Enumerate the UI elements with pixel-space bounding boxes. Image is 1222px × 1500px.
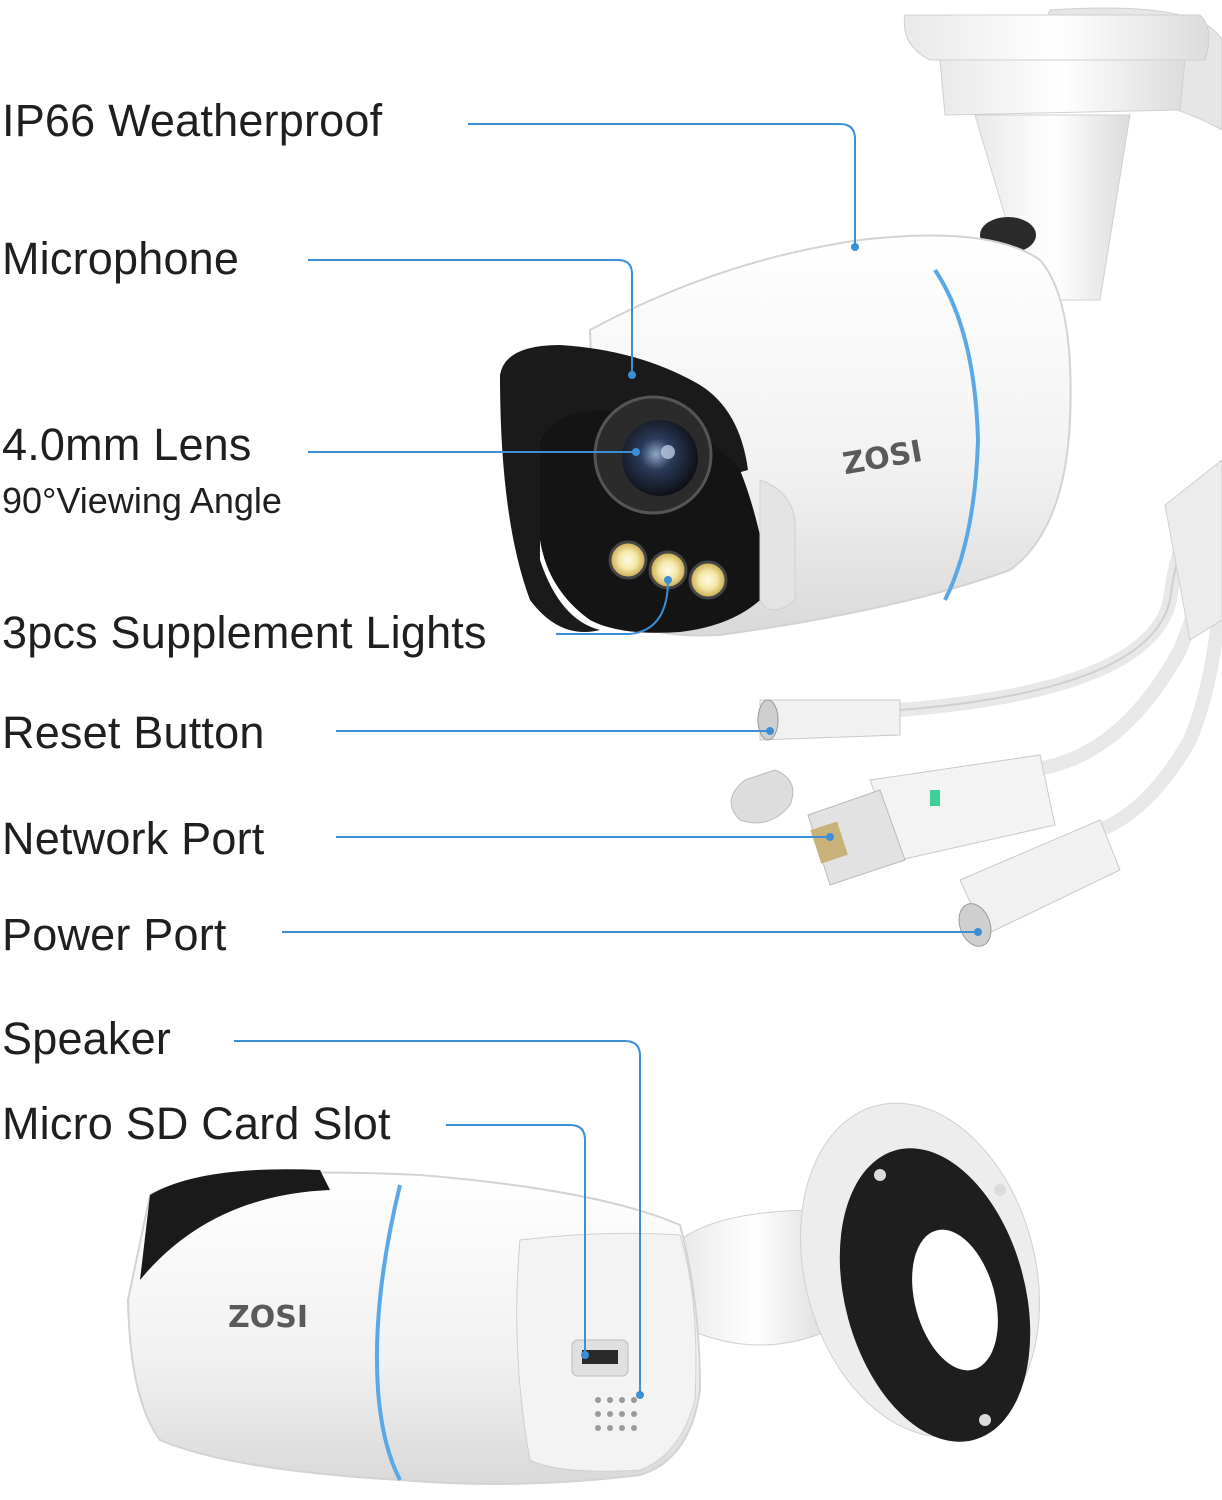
top-camera-body: ZOSI: [500, 234, 1072, 637]
callout-dots: [581, 243, 982, 1399]
label-lens: 4.0mm Lens: [2, 419, 252, 470]
label-weatherproof: IP66 Weatherproof: [2, 95, 383, 146]
label-power-port: Power Port: [2, 909, 227, 960]
label-speaker: Speaker: [2, 1013, 172, 1064]
power-port-connector: [958, 819, 1121, 947]
bottom-camera-body: ZOSI: [126, 1169, 702, 1485]
label-supplement-lights: 3pcs Supplement Lights: [2, 607, 487, 658]
callout-lines: [234, 123, 978, 1395]
network-led-icon: [930, 790, 940, 806]
label-network-port: Network Port: [2, 813, 265, 864]
label-reset-button: Reset Button: [2, 707, 265, 758]
label-sd-card-slot: Micro SD Card Slot: [2, 1098, 391, 1149]
network-port-connector: [807, 754, 1056, 886]
top-camera-mount: [903, 7, 1222, 301]
brand-logo-bottom: ZOSI: [228, 1300, 308, 1335]
speaker-grille-icon: [595, 1397, 637, 1431]
label-microphone: Microphone: [2, 233, 240, 284]
bottom-camera-mount: [679, 1102, 1040, 1442]
label-viewing-angle: 90°Viewing Angle: [2, 480, 282, 521]
